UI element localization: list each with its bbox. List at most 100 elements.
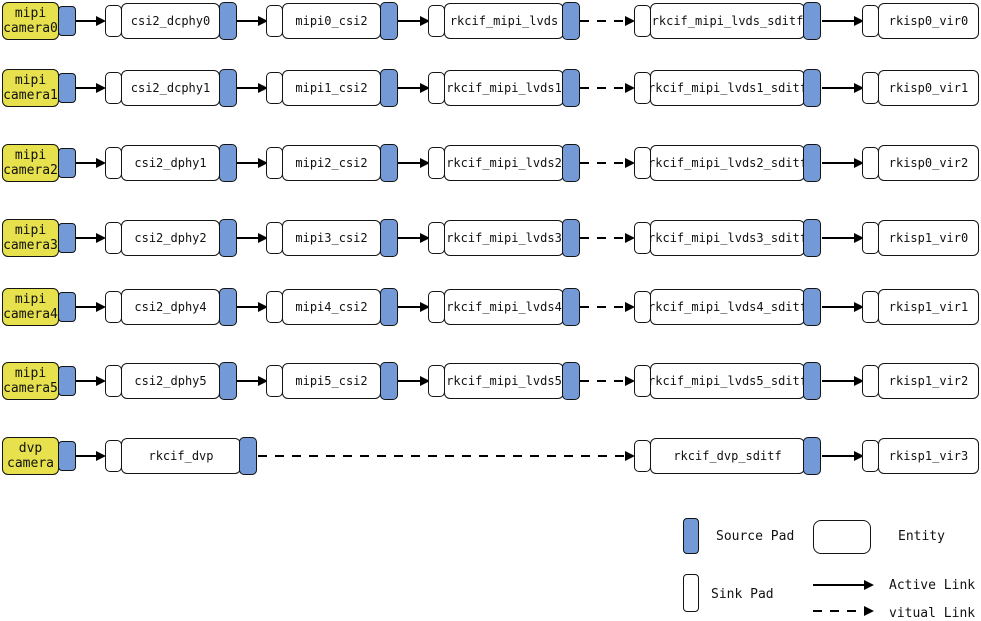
entity-node: mipi2_csi2 — [282, 145, 381, 181]
entity-node: rkcif_mipi_lvds — [444, 3, 564, 39]
source-pad — [803, 144, 821, 182]
sink-pad — [862, 365, 879, 397]
camera-label-line1: mipi — [14, 223, 47, 238]
sink-pad — [266, 147, 283, 179]
active-link-arrow — [822, 233, 864, 243]
sink-pad — [105, 72, 122, 104]
sink-pad — [862, 291, 879, 323]
camera-label-line2: camera4 — [3, 307, 58, 322]
entity-node: rkisp1_vir2 — [878, 363, 979, 399]
legend-active-link-label: Active Link — [889, 578, 976, 593]
active-link-arrow — [398, 83, 430, 93]
entity-node: csi2_dphy4 — [121, 289, 220, 325]
source-pad — [562, 219, 580, 257]
active-link-arrow — [398, 233, 430, 243]
camera-label-line1: mipi — [14, 148, 47, 163]
virtual-link-arrow — [258, 451, 635, 461]
source-pad — [803, 219, 821, 257]
entity-node: rkcif_mipi_lvds4_sditf — [648, 289, 807, 325]
active-link-arrow — [398, 376, 430, 386]
entity-node: rkcif_dvp_sditf — [650, 438, 805, 474]
source-pad — [562, 69, 580, 107]
sink-pad — [428, 5, 445, 37]
active-link-arrow — [822, 83, 864, 93]
source-pad — [57, 148, 76, 178]
pipeline-row: mipi camera1 csi2_dcphy1 mipi1_csi2 rkci… — [0, 69, 981, 109]
source-pad — [562, 362, 580, 400]
pipeline-row: dvp camera rkcif_dvp rkcif_dvp_sditf rki… — [0, 437, 981, 477]
legend-source-pad-swatch — [683, 518, 699, 554]
camera-label-line2: camera2 — [3, 163, 58, 178]
source-pad — [562, 288, 580, 326]
active-link-arrow — [398, 16, 430, 26]
camera-label-line1: mipi — [14, 292, 47, 307]
sink-pad — [266, 222, 283, 254]
camera-node: mipi camera3 — [2, 219, 59, 257]
sink-pad — [428, 291, 445, 323]
camera-label-line2: camera1 — [3, 88, 58, 103]
camera-node: mipi camera2 — [2, 144, 59, 182]
sink-pad — [428, 147, 445, 179]
active-link-arrow — [76, 16, 106, 26]
sink-pad — [266, 72, 283, 104]
pipeline-row: mipi camera5 csi2_dphy5 mipi5_csi2 rkcif… — [0, 362, 981, 402]
entity-node: rkcif_dvp — [121, 438, 241, 474]
source-pad — [219, 219, 237, 257]
source-pad — [380, 362, 398, 400]
source-pad — [219, 288, 237, 326]
active-link-arrow — [76, 451, 106, 461]
camera-label-line1: mipi — [14, 366, 47, 381]
pipeline-row: mipi camera3 csi2_dphy2 mipi3_csi2 rkcif… — [0, 219, 981, 259]
source-pad — [219, 144, 237, 182]
entity-node: rkcif_mipi_lvds1 — [444, 70, 564, 106]
sink-pad — [862, 147, 879, 179]
entity-node: csi2_dphy5 — [121, 363, 220, 399]
legend-virtual-link-label: vitual Link — [889, 606, 976, 621]
virtual-link-arrow — [580, 158, 635, 168]
source-pad — [57, 223, 76, 253]
virtual-link-arrow — [580, 302, 635, 312]
entity-node: rkcif_mipi_lvds5 — [444, 363, 564, 399]
source-pad — [803, 288, 821, 326]
source-pad — [219, 69, 237, 107]
source-pad — [380, 288, 398, 326]
legend-sink-pad-swatch — [683, 574, 699, 612]
entity-node: rkisp1_vir0 — [878, 220, 979, 256]
entity-node: rkisp0_vir2 — [878, 145, 979, 181]
sink-pad — [266, 291, 283, 323]
source-pad — [380, 69, 398, 107]
sink-pad — [428, 222, 445, 254]
entity-node: rkcif_mipi_lvds5_sditf — [648, 363, 807, 399]
camera-label-line1: mipi — [14, 6, 47, 21]
entity-node: csi2_dcphy0 — [121, 3, 220, 39]
sink-pad — [105, 291, 122, 323]
entity-node: mipi4_csi2 — [282, 289, 381, 325]
source-pad — [380, 144, 398, 182]
active-link-arrow — [237, 83, 268, 93]
sink-pad — [428, 365, 445, 397]
source-pad — [562, 144, 580, 182]
entity-node: csi2_dcphy1 — [121, 70, 220, 106]
camera-node: mipi camera5 — [2, 362, 59, 400]
pipeline-row: mipi camera4 csi2_dphy4 mipi4_csi2 rkcif… — [0, 288, 981, 328]
legend-entity-swatch — [813, 520, 871, 554]
entity-node: rkisp0_vir0 — [878, 3, 979, 39]
entity-node: mipi3_csi2 — [282, 220, 381, 256]
active-link-arrow — [76, 83, 106, 93]
active-link-arrow — [822, 376, 864, 386]
active-link-arrow — [237, 302, 268, 312]
entity-node: rkcif_mipi_lvds1_sditf — [648, 70, 807, 106]
entity-node: mipi1_csi2 — [282, 70, 381, 106]
camera-label-line2: camera5 — [3, 381, 58, 396]
entity-node: csi2_dphy1 — [121, 145, 220, 181]
camera-label-line1: dvp — [18, 441, 43, 456]
active-link-arrow — [76, 158, 106, 168]
source-pad — [239, 437, 257, 475]
active-link-arrow — [822, 16, 864, 26]
sink-pad — [862, 440, 879, 472]
active-link-arrow — [822, 302, 864, 312]
active-link-arrow — [76, 233, 106, 243]
legend-active-link-arrow — [813, 580, 874, 590]
source-pad — [380, 2, 398, 40]
